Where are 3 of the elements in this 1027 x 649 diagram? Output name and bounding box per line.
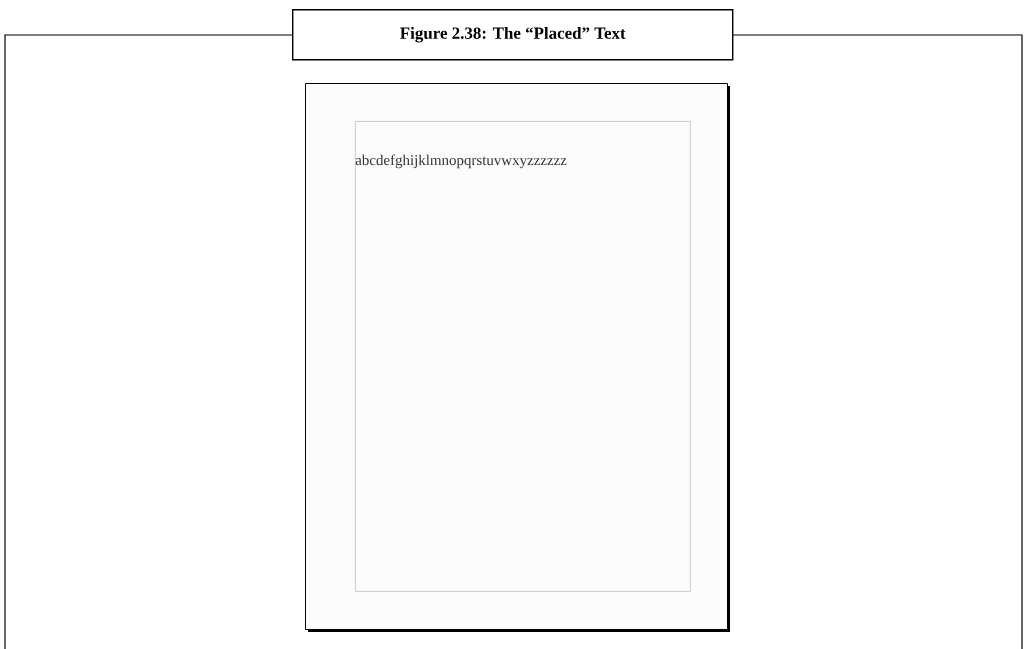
- page-drawing: [305, 83, 730, 632]
- text-frame: abcdefghijklmnopqrstuvwxyzzzzzz: [355, 121, 691, 592]
- title-box: Figure 2.38: The “Placed” Text: [292, 9, 734, 61]
